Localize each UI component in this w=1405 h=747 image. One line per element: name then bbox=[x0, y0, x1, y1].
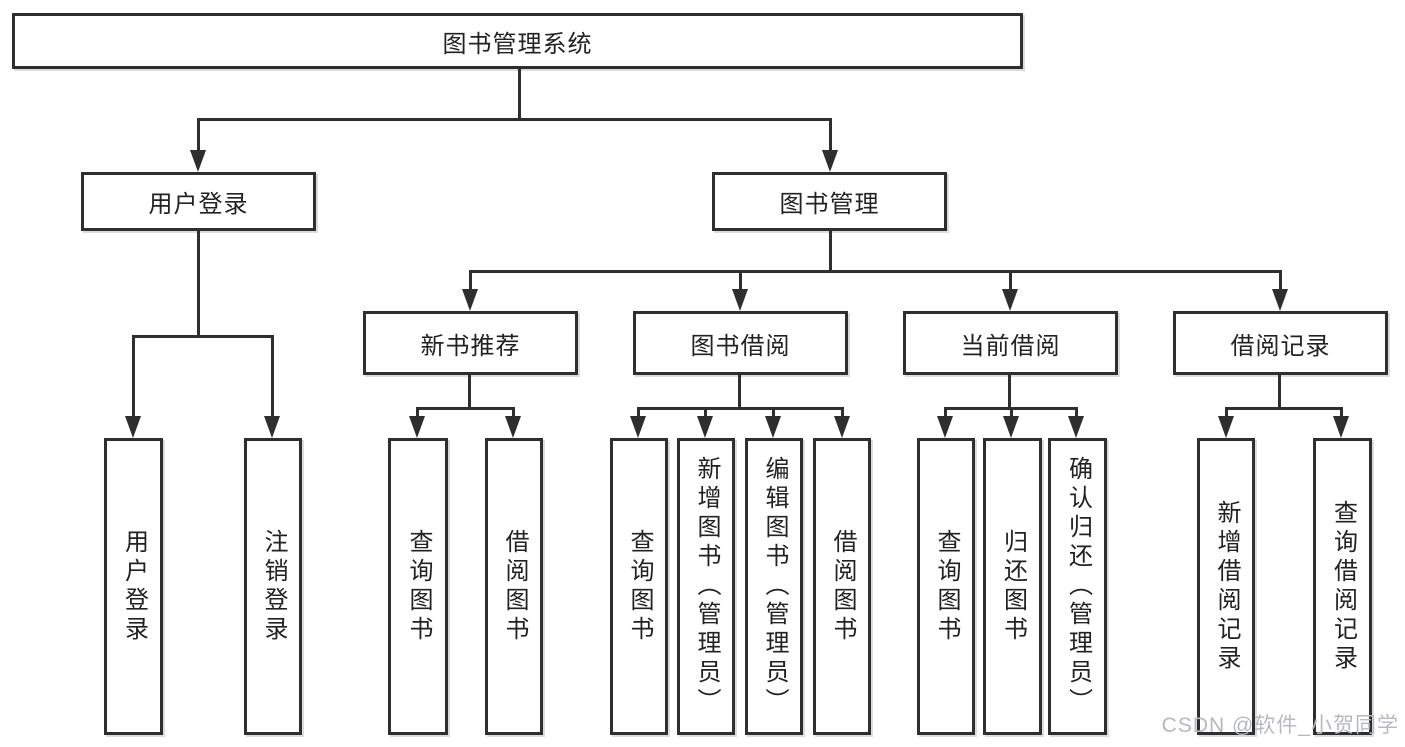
connector-root-stem bbox=[518, 69, 521, 118]
leaf-br-query-record-label: 查询借阅记录 bbox=[1329, 499, 1357, 674]
connector-drop-leaf-logout bbox=[271, 335, 274, 418]
connector-drop-cb-query bbox=[944, 407, 947, 419]
leaf-bb-borrow-books-label: 借阅图书 bbox=[829, 528, 856, 645]
connector-drop-br-add bbox=[1225, 407, 1228, 419]
connector-drop-bb-borrow bbox=[841, 407, 844, 419]
leaf-nb-query-books: 查询图书 bbox=[388, 438, 448, 735]
leaf-br-add-record: 新增借阅记录 bbox=[1197, 438, 1255, 735]
arrowhead-cb-return bbox=[1003, 416, 1019, 438]
connector-new-book-rail bbox=[416, 407, 515, 410]
connector-drop-br-query bbox=[1340, 407, 1343, 419]
connector-user-login-stem bbox=[197, 231, 200, 337]
node-borrowing-records-label: 借阅记录 bbox=[1230, 332, 1331, 360]
arrowhead-bb-query bbox=[630, 416, 646, 438]
leaf-bb-edit-books-admin-label: 编辑图书（管理员） bbox=[761, 456, 788, 717]
leaf-bb-borrow-books: 借阅图书 bbox=[813, 438, 871, 735]
leaf-nb-query-books-label: 查询图书 bbox=[405, 528, 432, 645]
connector-drop-book-borrow bbox=[739, 270, 742, 294]
leaf-cb-confirm-return-admin: 确认归还（管理员） bbox=[1048, 438, 1107, 735]
node-book-borrowing-label: 图书借阅 bbox=[690, 332, 791, 360]
arrowhead-nb-query bbox=[409, 416, 425, 438]
leaf-bb-query-books-label: 查询图书 bbox=[626, 528, 653, 645]
leaf-nb-borrow-books: 借阅图书 bbox=[485, 438, 543, 735]
node-new-book-recommend: 新书推荐 bbox=[363, 311, 578, 375]
connector-drop-cb-confirm bbox=[1075, 407, 1078, 419]
arrowhead-book-borrow bbox=[732, 289, 748, 311]
connector-borrow-records-stem bbox=[1278, 375, 1281, 410]
connector-drop-user-login bbox=[197, 118, 200, 154]
arrowhead-leaf-logout bbox=[264, 416, 280, 438]
node-book-management: 图书管理 bbox=[712, 172, 947, 231]
connector-drop-bb-query bbox=[637, 407, 640, 419]
connector-drop-book-mgmt bbox=[829, 118, 832, 154]
arrowhead-br-add bbox=[1218, 416, 1234, 438]
connector-drop-nb-borrow bbox=[512, 407, 515, 419]
arrowhead-br-query bbox=[1333, 416, 1349, 438]
node-user-login: 用户登录 bbox=[81, 172, 316, 231]
arrowhead-current-borrow bbox=[1002, 289, 1018, 311]
leaf-cb-query-books-label: 查询图书 bbox=[933, 528, 960, 645]
leaf-user-login: 用户登录 bbox=[104, 438, 163, 735]
leaf-cb-return-books-label: 归还图书 bbox=[999, 528, 1027, 645]
connector-drop-new-book bbox=[469, 270, 472, 294]
arrowhead-borrow-records bbox=[1272, 289, 1288, 311]
connector-root-rail bbox=[197, 118, 832, 121]
node-book-borrowing: 图书借阅 bbox=[633, 311, 848, 375]
arrowhead-bb-edit bbox=[765, 416, 781, 438]
arrowhead-user-login bbox=[190, 150, 206, 172]
connector-book-borrow-stem bbox=[738, 375, 741, 410]
connector-book-mgmt-stem bbox=[829, 231, 832, 272]
connector-book-borrow-rail bbox=[637, 407, 844, 410]
leaf-bb-query-books: 查询图书 bbox=[610, 438, 668, 735]
connector-drop-cb-return bbox=[1010, 407, 1013, 419]
connector-book-mgmt-rail bbox=[469, 270, 1282, 273]
csdn-watermark: CSDN @软件_小贺同学 bbox=[1161, 714, 1399, 737]
node-book-management-label: 图书管理 bbox=[779, 191, 880, 218]
connector-current-borrow-stem bbox=[1008, 375, 1011, 410]
node-current-borrowing: 当前借阅 bbox=[903, 311, 1118, 375]
node-root-system: 图书管理系统 bbox=[12, 13, 1023, 69]
connector-drop-bb-edit bbox=[772, 407, 775, 419]
arrowhead-bb-borrow bbox=[834, 416, 850, 438]
arrowhead-cb-confirm bbox=[1068, 416, 1084, 438]
connector-drop-nb-query bbox=[416, 407, 419, 419]
leaf-user-login-label: 用户登录 bbox=[120, 528, 148, 645]
node-current-borrowing-label: 当前借阅 bbox=[960, 332, 1061, 360]
arrowhead-book-mgmt bbox=[822, 150, 838, 172]
leaf-br-query-record: 查询借阅记录 bbox=[1313, 438, 1372, 735]
arrowhead-new-book bbox=[462, 289, 478, 311]
connector-borrow-records-rail bbox=[1225, 407, 1343, 410]
arrowhead-cb-query bbox=[937, 416, 953, 438]
node-borrowing-records: 借阅记录 bbox=[1173, 311, 1388, 375]
connector-drop-bb-add bbox=[704, 407, 707, 419]
arrowhead-leaf-login bbox=[125, 416, 141, 438]
node-new-book-recommend-label: 新书推荐 bbox=[420, 332, 521, 360]
connector-drop-borrow-records bbox=[1279, 270, 1282, 294]
connector-drop-current-borrow bbox=[1009, 270, 1012, 294]
connector-drop-leaf-login bbox=[132, 335, 135, 418]
leaf-br-add-record-label: 新增借阅记录 bbox=[1213, 499, 1240, 674]
arrowhead-nb-borrow bbox=[505, 416, 521, 438]
leaf-cb-query-books: 查询图书 bbox=[917, 438, 975, 735]
node-root-label: 图书管理系统 bbox=[442, 30, 593, 58]
leaf-bb-edit-books-admin: 编辑图书（管理员） bbox=[745, 438, 803, 735]
leaf-bb-add-books-admin: 新增图书（管理员） bbox=[677, 438, 735, 735]
connector-user-login-rail bbox=[132, 335, 274, 338]
leaf-nb-borrow-books-label: 借阅图书 bbox=[501, 528, 528, 645]
connector-new-book-stem bbox=[468, 375, 471, 410]
node-user-login-label: 用户登录 bbox=[148, 191, 249, 218]
leaf-cb-confirm-return-admin-label: 确认归还（管理员） bbox=[1064, 456, 1092, 717]
leaf-logout-label: 注销登录 bbox=[260, 528, 287, 645]
arrowhead-bb-add bbox=[697, 416, 713, 438]
leaf-bb-add-books-admin-label: 新增图书（管理员） bbox=[693, 456, 720, 717]
leaf-logout: 注销登录 bbox=[244, 438, 302, 735]
leaf-cb-return-books: 归还图书 bbox=[983, 438, 1042, 735]
